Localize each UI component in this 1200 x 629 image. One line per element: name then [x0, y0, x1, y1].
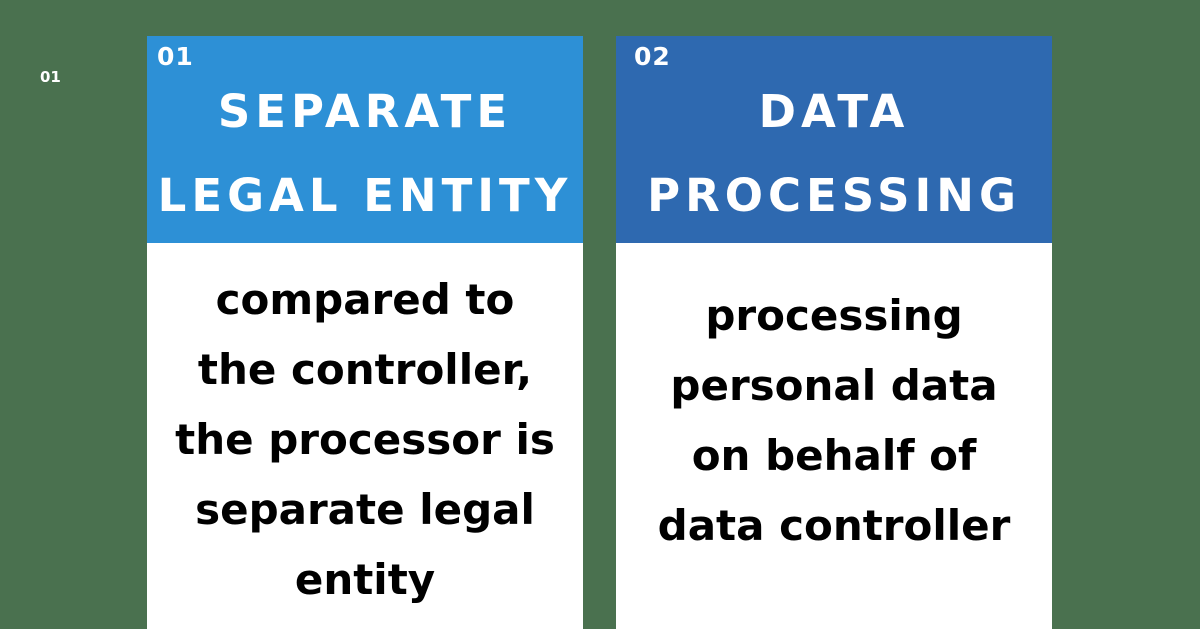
corner-number-label: 01: [40, 68, 61, 86]
card-number: 01: [157, 42, 194, 71]
card-data-processing: 02 DATA PROCESSING processing personal d…: [616, 36, 1052, 629]
card-title: DATA PROCESSING: [616, 70, 1052, 238]
card-title-line: LEGAL ENTITY: [157, 169, 573, 222]
card-separate-legal-entity: 01 SEPARATE LEGAL ENTITY compared to the…: [147, 36, 583, 629]
card-description: processing personal data on behalf of da…: [657, 291, 1011, 550]
card-body: processing personal data on behalf of da…: [616, 243, 1052, 629]
card-number: 02: [634, 42, 671, 71]
card-header: 02 DATA PROCESSING: [616, 36, 1052, 243]
card-body: compared to the controller, the processo…: [147, 243, 583, 629]
card-description: compared to the controller, the processo…: [175, 275, 555, 604]
card-header: 01 SEPARATE LEGAL ENTITY: [147, 36, 583, 243]
card-title-line: PROCESSING: [647, 169, 1021, 222]
card-title: SEPARATE LEGAL ENTITY: [147, 70, 583, 238]
card-title-line: SEPARATE: [217, 85, 513, 138]
card-title-line: DATA: [758, 85, 910, 138]
